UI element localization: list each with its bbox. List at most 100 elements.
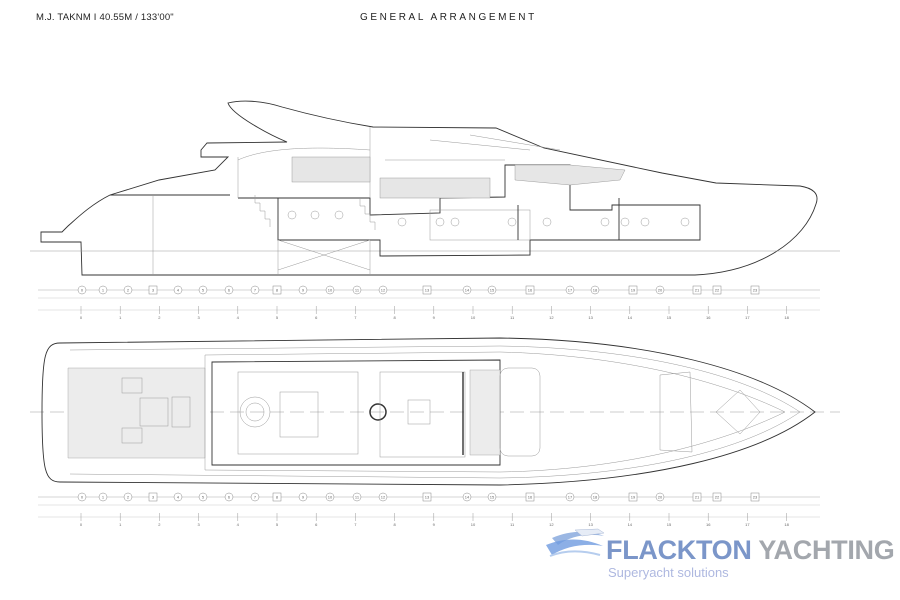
frame-marker [655,285,665,295]
drawing-title: GENERAL ARRANGEMENT [360,12,537,23]
station-label: 12 [549,522,554,527]
frame-label: 12 [381,495,386,500]
frame-marker [98,492,108,502]
station-label: 5 [276,522,279,527]
profile-view [30,100,840,276]
station-label: 2 [158,315,161,320]
station-label: 0 [80,315,83,320]
frame-marker [565,492,575,502]
frame-label: 22 [715,495,720,500]
frame-marker [352,492,362,502]
station-label: 10 [471,315,476,320]
frame-label: 6 [228,495,231,500]
plan-hull-outline [41,337,816,486]
station-label: 7 [354,522,357,527]
profile-hull-outline [40,100,818,276]
station-label: 4 [237,522,240,527]
frame-label: 3 [152,495,155,500]
station-label: 4 [237,315,240,320]
frame-marker [272,492,282,502]
frame-marker [148,285,158,295]
logo-name-primary: FLACKTON [606,535,752,565]
station-label: 2 [158,522,161,527]
station-label: 12 [549,315,554,320]
frame-label: 15 [490,288,495,293]
frame-label: 21 [695,495,700,500]
logo-tagline: Superyacht solutions [608,565,729,580]
frame-marker [378,285,388,295]
frame-marker [692,492,702,502]
flackton-logo-wave-icon [546,528,605,557]
station-label: 17 [745,315,750,320]
frame-label: 17 [568,495,573,500]
frame-label: 19 [631,495,636,500]
frame-marker [77,492,87,502]
frame-marker [250,285,260,295]
frame-marker [298,285,308,295]
station-label: 16 [706,315,711,320]
frame-label: 18 [593,288,598,293]
station-label: 15 [667,522,672,527]
frame-marker [98,285,108,295]
frame-marker [378,492,388,502]
frame-label: 6 [228,288,231,293]
frame-marker [77,285,87,295]
frame-label: 16 [528,288,533,293]
frame-label: 13 [425,495,430,500]
frame-marker [422,492,432,502]
frame-label: 0 [81,495,84,500]
frame-label: 0 [81,288,84,293]
frame-label: 18 [593,495,598,500]
plan-view [30,337,840,486]
frame-label: 10 [328,495,333,500]
frame-marker [224,285,234,295]
frame-marker [123,492,133,502]
station-label: 16 [706,522,711,527]
frame-marker [565,285,575,295]
station-label: 13 [588,315,593,320]
frame-marker [422,285,432,295]
frame-label: 1 [102,288,105,293]
frame-label: 4 [177,288,180,293]
frame-marker [325,285,335,295]
frame-label: 16 [528,495,533,500]
frame-label: 2 [127,288,130,293]
frame-marker [487,492,497,502]
frame-marker [655,492,665,502]
frame-marker [272,285,282,295]
logo-name-secondary: YACHTING [758,535,895,565]
frame-marker [173,285,183,295]
frame-label: 3 [152,288,155,293]
station-label: 8 [393,522,396,527]
frame-marker [628,285,638,295]
frame-marker [628,492,638,502]
frame-marker [250,492,260,502]
frame-marker [487,285,497,295]
frame-marker [750,492,760,502]
frame-label: 11 [355,495,360,500]
station-label: 8 [393,315,396,320]
station-label: 5 [276,315,279,320]
station-label: 3 [197,522,200,527]
frame-label: 4 [177,495,180,500]
company-logo: FLACKTON YACHTING [606,535,895,565]
frame-marker [352,285,362,295]
frame-marker [462,492,472,502]
vessel-name-length: M.J. TAKNM I 40.55M / 133'00" [36,12,174,23]
frame-marker [590,492,600,502]
frame-marker [198,492,208,502]
frame-label: 23 [753,495,758,500]
frame-label: 5 [202,288,205,293]
station-label: 15 [667,315,672,320]
frame-label: 20 [658,288,663,293]
frame-label: 10 [328,288,333,293]
frame-marker [298,492,308,502]
frame-label: 15 [490,495,495,500]
frame-marker [525,285,535,295]
station-label: 6 [315,315,318,320]
frame-marker [750,285,760,295]
frame-label: 22 [715,288,720,293]
frame-marker [198,285,208,295]
frame-marker [525,492,535,502]
station-label: 1 [119,315,122,320]
